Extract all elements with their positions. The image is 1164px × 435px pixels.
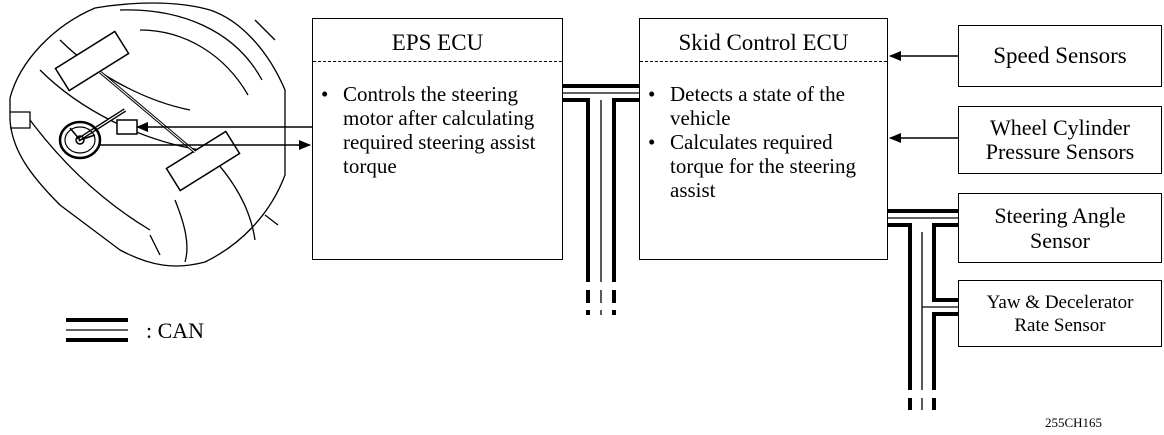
steering-wheel-icon	[58, 120, 102, 160]
eps-ecu-box: EPS ECU Controls the steering motor afte…	[312, 18, 563, 260]
skid-control-ecu-divider	[640, 61, 887, 62]
wheel-cylinder-sensors-label: Wheel Cylinder Pressure Sensors	[985, 115, 1135, 164]
yaw-decelerator-sensor-label: Yaw & Decelerator Rate Sensor	[986, 291, 1134, 336]
skid-control-ecu-bullets: Detects a state of the vehicle Calculate…	[646, 82, 884, 202]
figure-id: 255CH165	[1045, 415, 1103, 430]
speed-sensors-box: Speed Sensors	[958, 25, 1162, 87]
skid-control-ecu-bullet: Detects a state of the vehicle	[646, 82, 884, 130]
wheel-cylinder-sensors-box: Wheel Cylinder Pressure Sensors	[958, 106, 1162, 174]
eps-ecu-bullet: Controls the steering motor after calcul…	[319, 82, 559, 178]
skid-control-ecu-title: Skid Control ECU	[678, 30, 849, 55]
eps-motor	[116, 119, 138, 135]
skid-control-ecu-box: Skid Control ECU Detects a state of the …	[639, 18, 888, 260]
can-legend-label: : CAN	[146, 318, 205, 343]
eps-ecu-divider	[313, 61, 562, 62]
front-left-wheel	[54, 30, 130, 92]
eps-ecu-title: EPS ECU	[391, 30, 484, 55]
speed-sensors-label: Speed Sensors	[993, 43, 1127, 68]
front-right-wheel	[165, 130, 241, 192]
steering-angle-sensor-label: Steering Angle Sensor	[994, 203, 1126, 253]
can-legend-symbol	[66, 318, 128, 342]
can-bus-ecu-link	[563, 84, 639, 315]
steering-angle-sensor-box: Steering Angle Sensor	[958, 193, 1162, 263]
eps-ecu-bullets: Controls the steering motor after calcul…	[319, 82, 559, 178]
yaw-decelerator-sensor-box: Yaw & Decelerator Rate Sensor	[958, 280, 1162, 347]
skid-control-ecu-bullet: Calculates required torque for the steer…	[646, 130, 884, 202]
vehicle-illustration	[9, 2, 286, 267]
can-bus-sensor-link	[888, 209, 958, 410]
